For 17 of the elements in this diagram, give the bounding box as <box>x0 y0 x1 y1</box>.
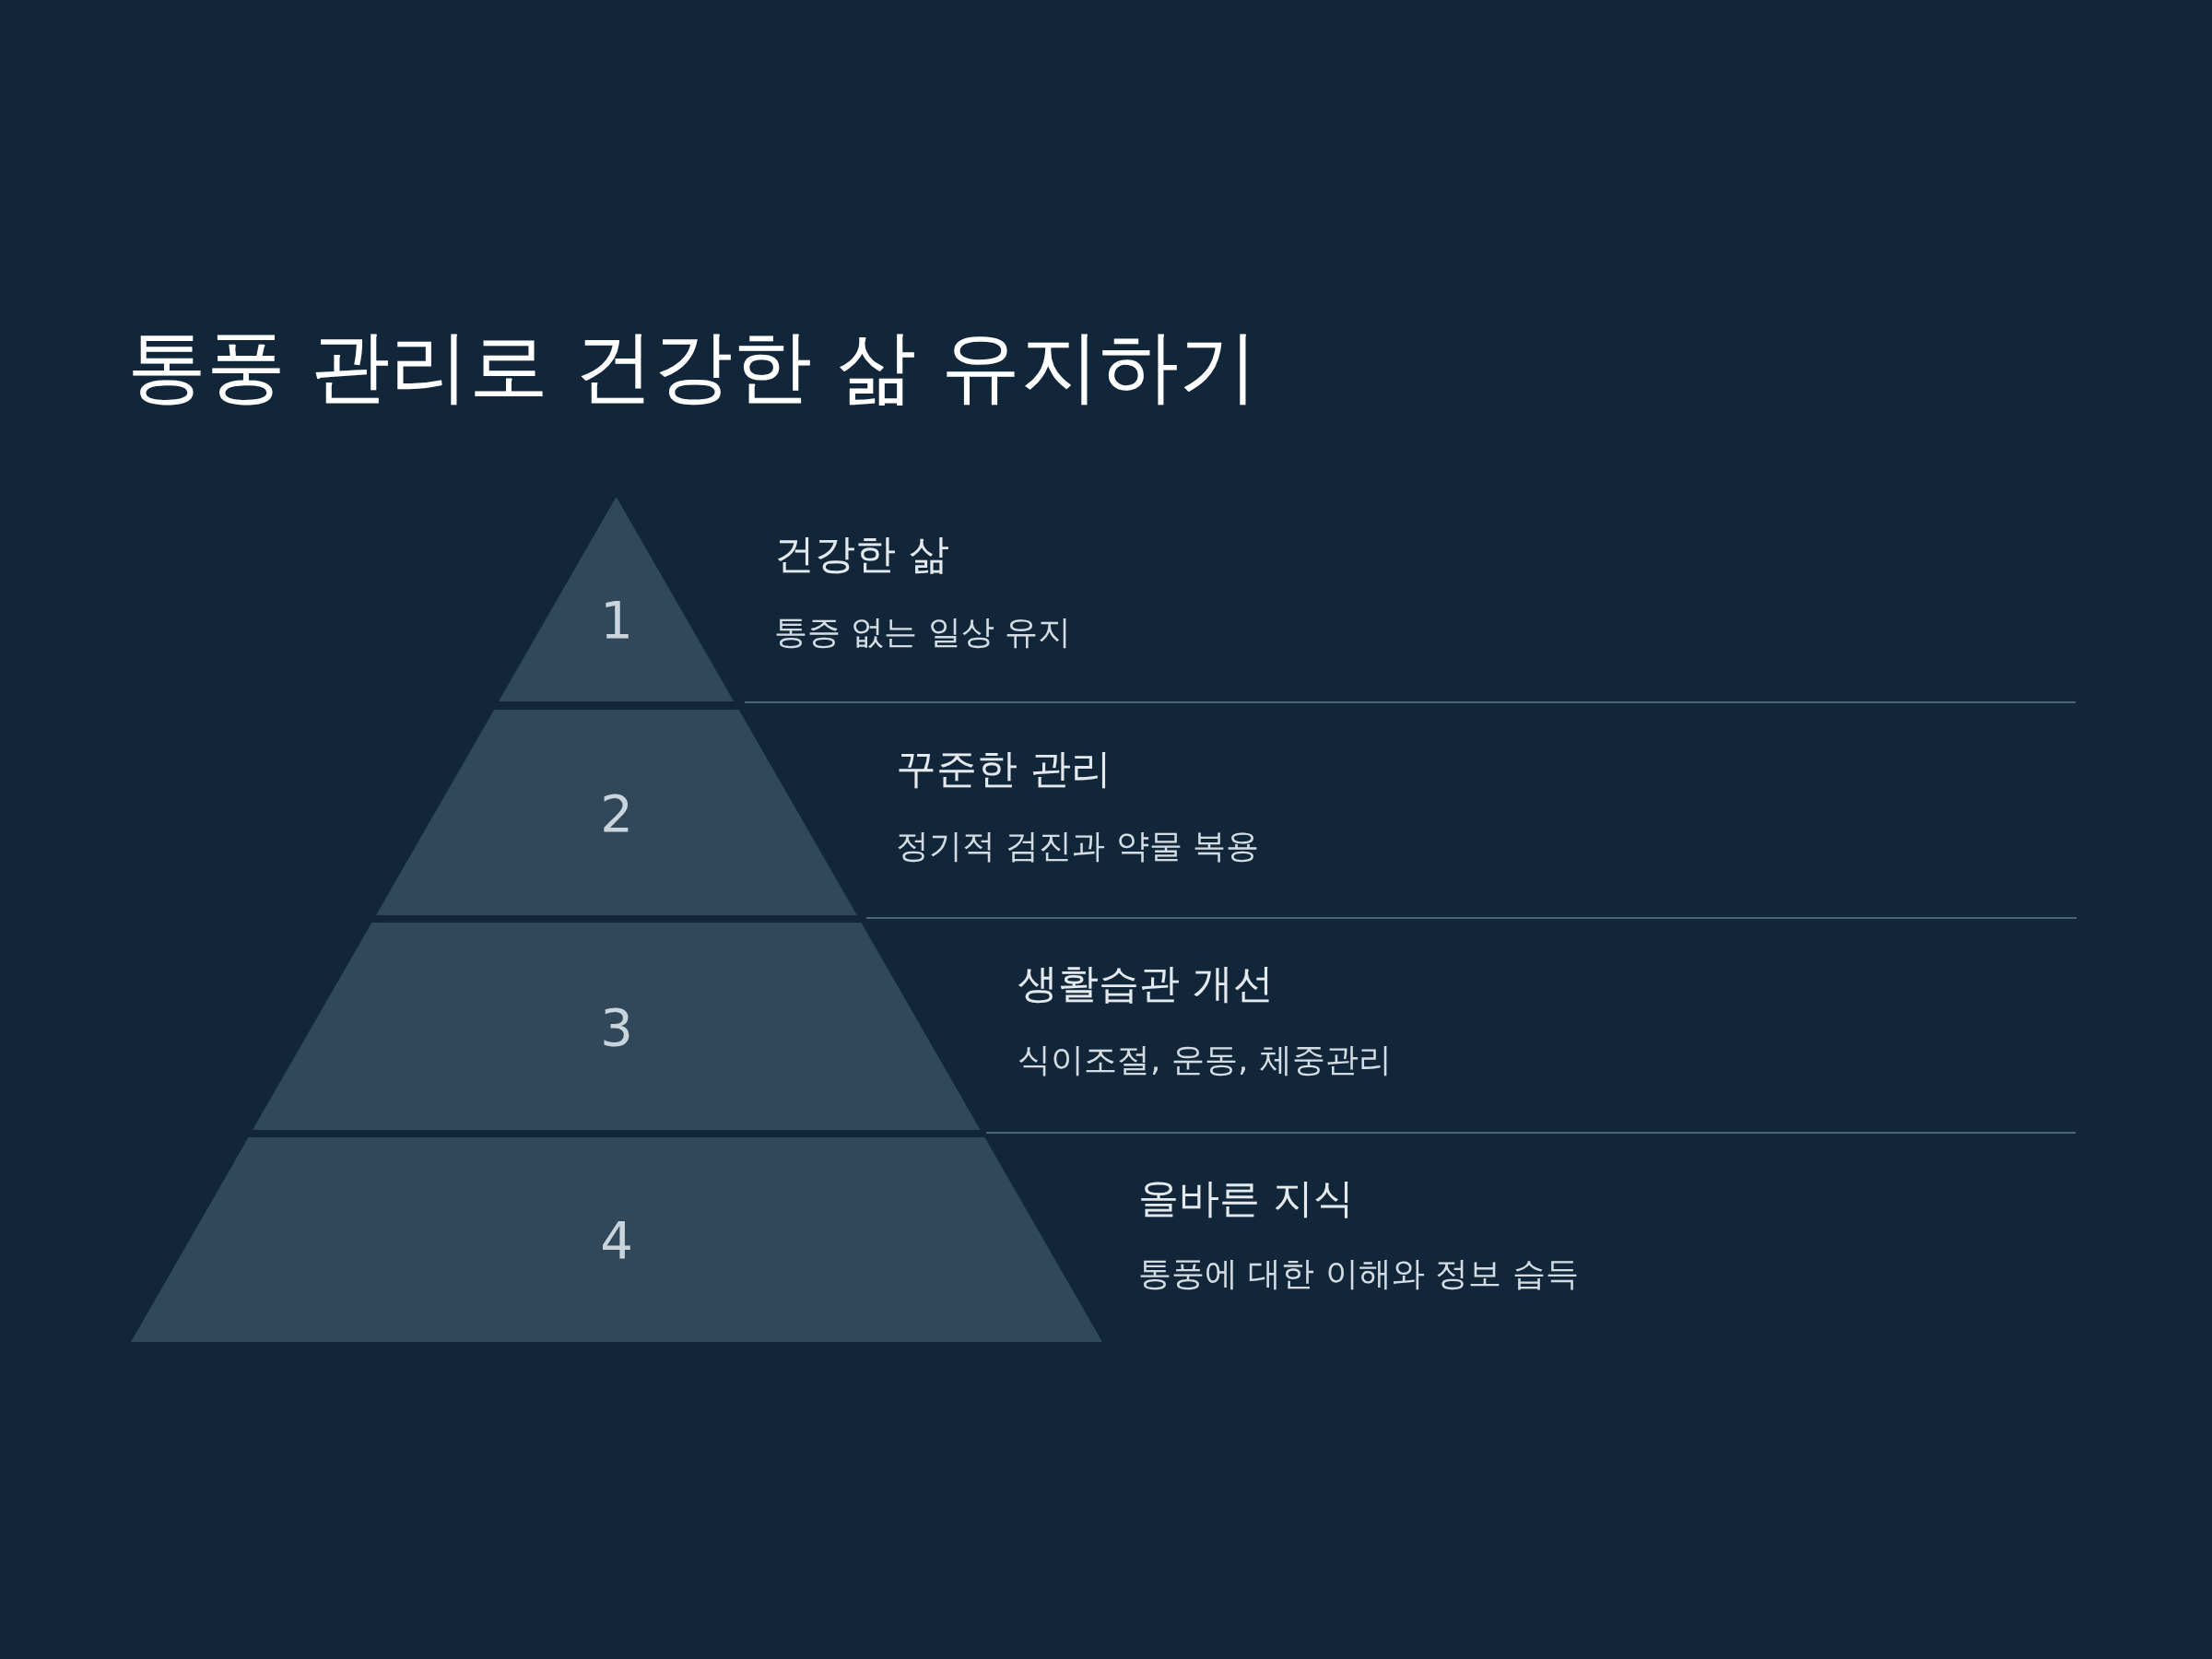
pyramid-tier <box>253 923 981 1130</box>
tier-heading: 꾸준한 관리 <box>896 743 1112 794</box>
tier-description: 식이조절, 운동, 체중관리 <box>1018 1039 1392 1080</box>
tier-heading: 생활습관 개선 <box>1018 958 1274 1008</box>
tier-number: 4 <box>600 1209 633 1270</box>
pyramid-tier <box>499 497 735 701</box>
tier-number: 2 <box>600 782 633 842</box>
pyramid-tier <box>131 1137 1102 1342</box>
tier-description: 통증 없는 일상 유지 <box>774 611 1072 653</box>
tier-description: 통풍에 대한 이해와 정보 습득 <box>1138 1253 1579 1294</box>
title: 통풍 관리로 건강한 삶 유지하기 <box>127 319 1259 414</box>
pyramid-tier <box>376 710 857 915</box>
tier-number: 3 <box>600 996 633 1056</box>
tier-number: 1 <box>600 589 633 650</box>
tier-heading: 건강한 삶 <box>774 528 949 579</box>
tier-description: 정기적 검진과 약물 복용 <box>896 825 1260 866</box>
tier-heading: 올바른 지식 <box>1138 1172 1354 1223</box>
